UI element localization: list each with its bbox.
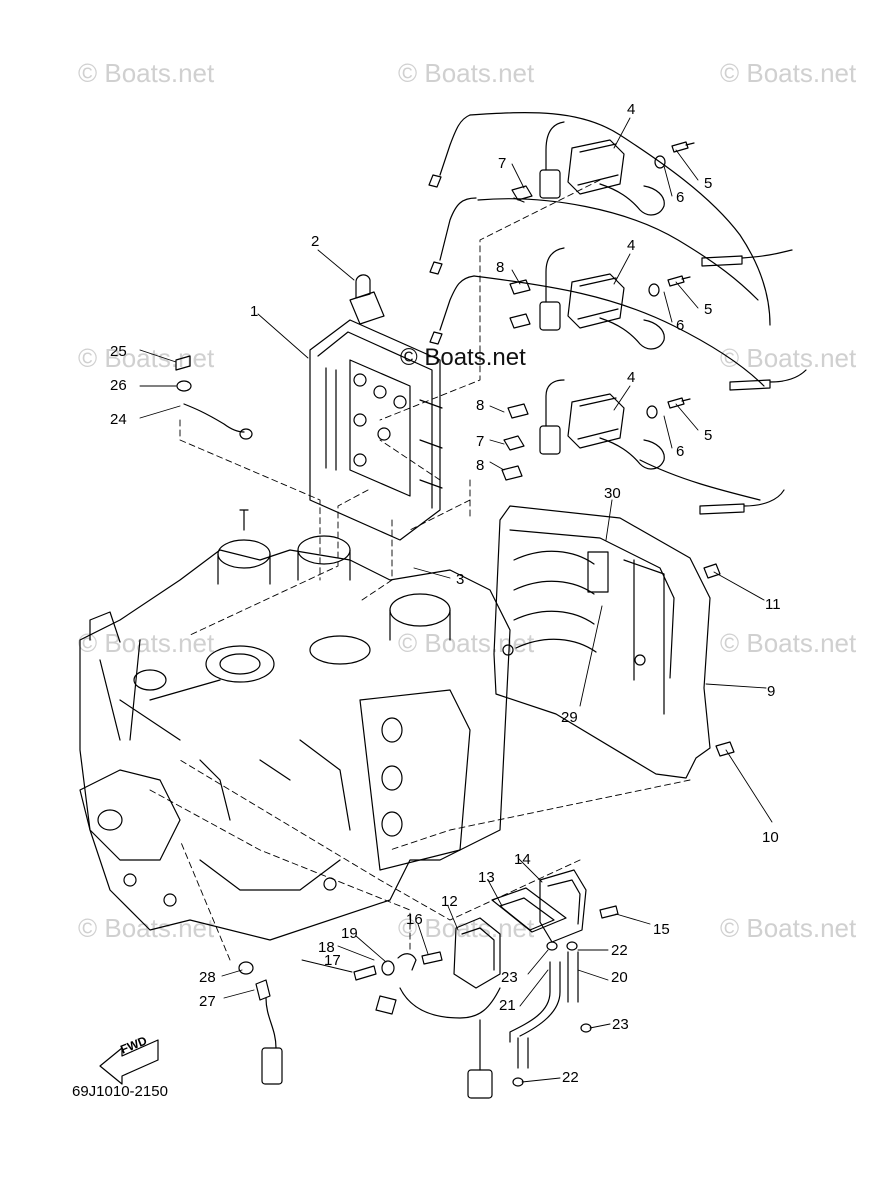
callout-11: 11	[765, 596, 781, 613]
callout-6: 6	[676, 317, 685, 334]
watermark: © Boats.net	[78, 628, 215, 658]
electrical-cover	[493, 505, 735, 779]
callout-6: 6	[676, 189, 685, 206]
callout-14: 14	[514, 851, 531, 868]
callout-4: 4	[627, 369, 636, 386]
sensors-and-leads	[175, 355, 283, 1085]
callout-23: 23	[612, 1016, 629, 1033]
cdi-unit	[309, 274, 443, 541]
rectifier-regulator	[353, 869, 619, 1099]
callout-30: 30	[604, 485, 621, 502]
callout-26: 26	[110, 377, 127, 394]
callout-5: 5	[704, 175, 713, 192]
fwd-arrow	[99, 1039, 159, 1085]
watermark: © Boats.net	[720, 913, 857, 943]
callout-7: 7	[498, 155, 507, 172]
diagram-code: 69J1010-2150	[72, 1083, 168, 1100]
callout-22: 22	[611, 942, 628, 959]
callout-20: 20	[611, 969, 628, 986]
watermark: © Boats.net	[78, 58, 215, 88]
callout-8: 8	[476, 457, 485, 474]
callout-13: 13	[478, 869, 495, 886]
callout-5: 5	[704, 427, 713, 444]
watermark: © Boats.net	[78, 343, 215, 373]
engine-block	[79, 509, 511, 941]
callout-10: 10	[762, 829, 779, 846]
watermark: © Boats.net	[398, 58, 535, 88]
callout-7: 7	[476, 433, 485, 450]
callout-21: 21	[499, 997, 516, 1014]
callout-29: 29	[561, 709, 578, 726]
callout-17: 17	[324, 952, 341, 969]
callout-8: 8	[476, 397, 485, 414]
callout-24: 24	[110, 411, 127, 428]
callout-28: 28	[199, 969, 216, 986]
callout-2: 2	[311, 233, 320, 250]
leader-lines	[139, 117, 773, 1083]
callout-15: 15	[653, 921, 670, 938]
callout-25: 25	[110, 343, 127, 360]
callout-27: 27	[199, 993, 216, 1010]
callout-18: 18	[318, 939, 335, 956]
ignition-coil-assembly	[428, 112, 807, 515]
callout-4: 4	[627, 101, 636, 118]
hoses	[509, 941, 592, 1087]
watermark: © Boats.net	[720, 628, 857, 658]
watermark: © Boats.net	[398, 913, 535, 943]
callout-4: 4	[627, 237, 636, 254]
callout-9: 9	[767, 683, 776, 700]
callout-1: 1	[250, 303, 259, 320]
callout-6: 6	[676, 443, 685, 460]
callout-22: 22	[562, 1069, 579, 1086]
watermark: © Boats.net	[720, 58, 857, 88]
callout-8: 8	[496, 259, 505, 276]
watermark: © Boats.net	[78, 913, 215, 943]
callout-19: 19	[341, 925, 358, 942]
callout-3: 3	[456, 571, 465, 588]
callout-12: 12	[441, 893, 458, 910]
watermark-center: © Boats.net	[400, 344, 526, 371]
callout-23: 23	[501, 969, 518, 986]
callout-16: 16	[406, 911, 423, 928]
callout-5: 5	[704, 301, 713, 318]
